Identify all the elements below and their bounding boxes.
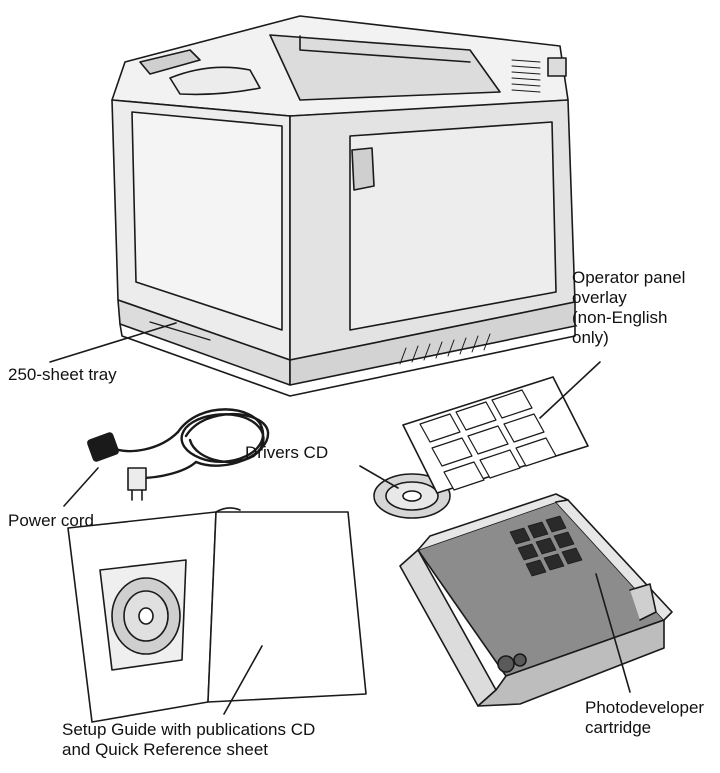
- label-power-cord: Power cord: [8, 511, 94, 530]
- setup-guide-right-page: [207, 511, 367, 703]
- photodeveloper-illustration: [399, 493, 673, 707]
- operator-overlay-illustration: [402, 376, 589, 494]
- cartridge-top-grid: [509, 515, 583, 577]
- printer-operator-panel: [139, 49, 201, 75]
- label-drivers-cd: Drivers CD: [245, 443, 329, 462]
- label-photodeveloper-line-1: Photodeveloper: [585, 698, 705, 717]
- power-cord-illustration: [87, 408, 270, 501]
- printer-vent-grille: [511, 59, 541, 93]
- leader-setup-guide: [223, 645, 263, 715]
- printer-side-latch: [351, 147, 375, 191]
- label-photodeveloper: Photodeveloper cartridge: [585, 698, 704, 738]
- label-operator-overlay: Operator panel overlay (non-English only…: [572, 268, 685, 348]
- label-setup-guide: Setup Guide with publications CD and Qui…: [62, 720, 315, 760]
- label-tray: 250-sheet tray: [8, 365, 117, 384]
- label-setup-guide-line-2: and Quick Reference sheet: [62, 740, 269, 759]
- leader-drivers-cd: [359, 465, 399, 489]
- label-photodeveloper-line-2: cartridge: [585, 718, 652, 737]
- printer-base-grille: [399, 333, 491, 365]
- leader-photodeveloper: [595, 573, 631, 693]
- cartridge-gear-1: [497, 655, 515, 673]
- power-cord-plug: [127, 467, 147, 491]
- label-operator-overlay-line-4: only): [572, 328, 609, 347]
- printer-paper-stop: [169, 66, 261, 96]
- label-operator-overlay-line-2: overlay: [572, 288, 627, 307]
- setup-guide-illustration: [67, 507, 367, 723]
- cartridge-gear-2: [513, 653, 527, 667]
- printer-illustration: [111, 15, 576, 397]
- printer-side-door: [349, 121, 557, 331]
- label-operator-overlay-line-3: (non-English: [572, 308, 668, 327]
- label-setup-guide-line-1: Setup Guide with publications CD: [62, 720, 316, 739]
- leader-tray: [49, 322, 177, 363]
- leader-power-cord: [63, 467, 99, 507]
- label-operator-overlay-line-1: Operator panel: [572, 268, 686, 287]
- leader-operator-overlay: [539, 361, 601, 419]
- power-cord-connector: [87, 432, 119, 462]
- printer-front-door: [131, 111, 283, 331]
